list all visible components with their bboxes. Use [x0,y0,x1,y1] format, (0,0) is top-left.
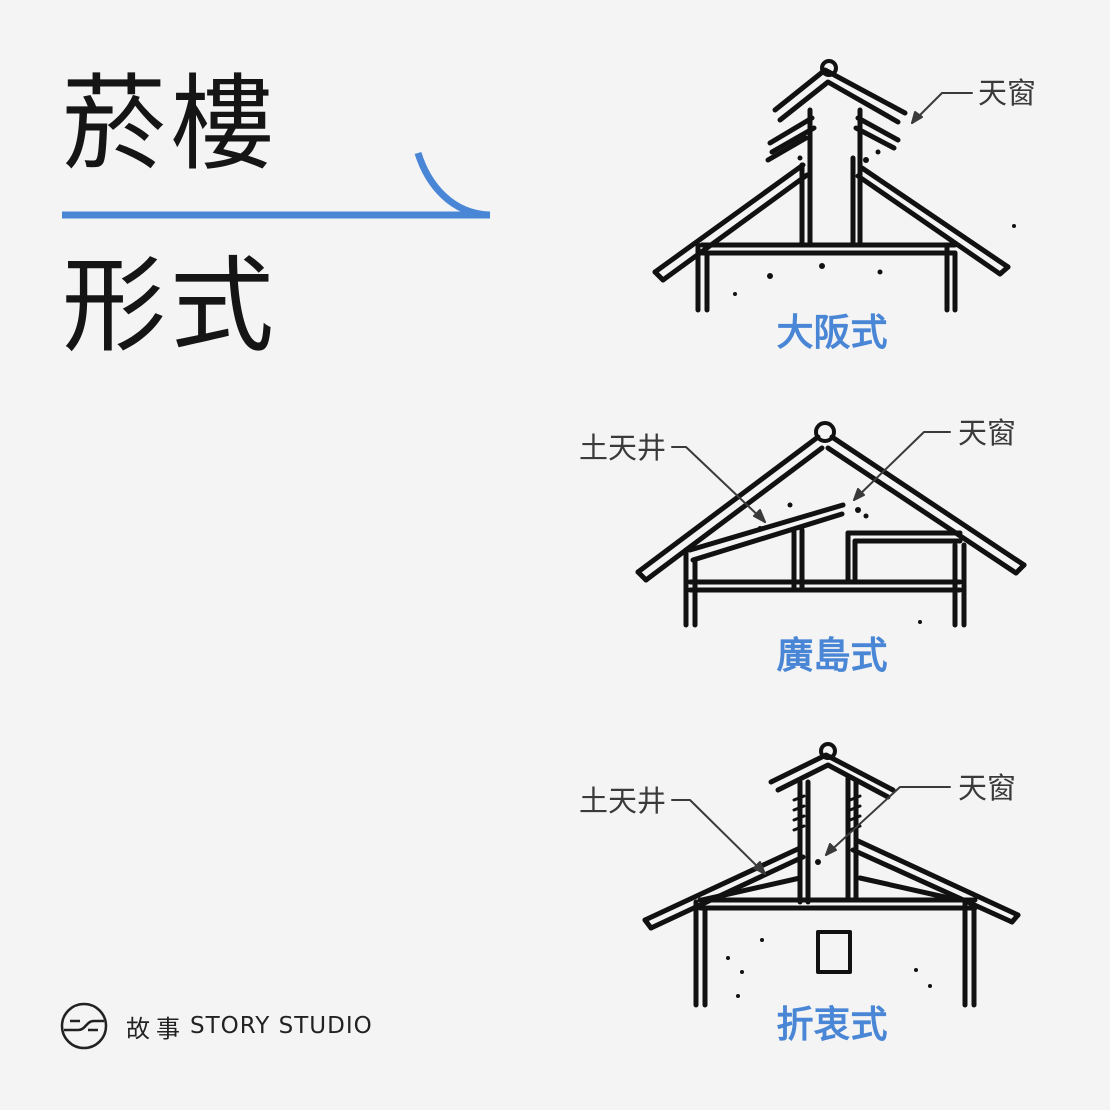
page-title-line2: 形式 [62,245,279,367]
hiroshima-label-skylight: 天窗 [958,416,1016,450]
compromise-label-skylight: 天窗 [958,771,1016,805]
compromise-caption: 折衷式 [777,1003,888,1046]
brand-logo-icon [60,1002,108,1050]
page-title-line1: 菸樓 [62,63,279,185]
title-divider [62,151,491,219]
osaka-skylight-callout [911,92,973,124]
compromise-label-attic: 土天井 [579,784,666,818]
compromise-skylight-callout [825,786,951,856]
osaka-style-diagram [652,59,1016,313]
osaka-caption: 大阪式 [777,311,888,354]
osaka-label-skylight: 天窗 [978,76,1036,110]
hiroshima-skylight-callout [853,431,951,501]
hiroshima-caption: 廣島式 [777,634,888,677]
hiroshima-label-attic: 土天井 [579,431,666,465]
brand-name-en: STORY STUDIO [190,1013,373,1039]
brand-mark: 故事 STORY STUDIO [116,1003,373,1049]
brand-name-cn: 故事 [126,1014,186,1043]
hiroshima-style-diagram [635,421,1027,628]
compromise-attic-callout [671,799,766,875]
hiroshima-attic-callout [671,446,766,523]
compromise-style-diagram [642,742,1021,1008]
